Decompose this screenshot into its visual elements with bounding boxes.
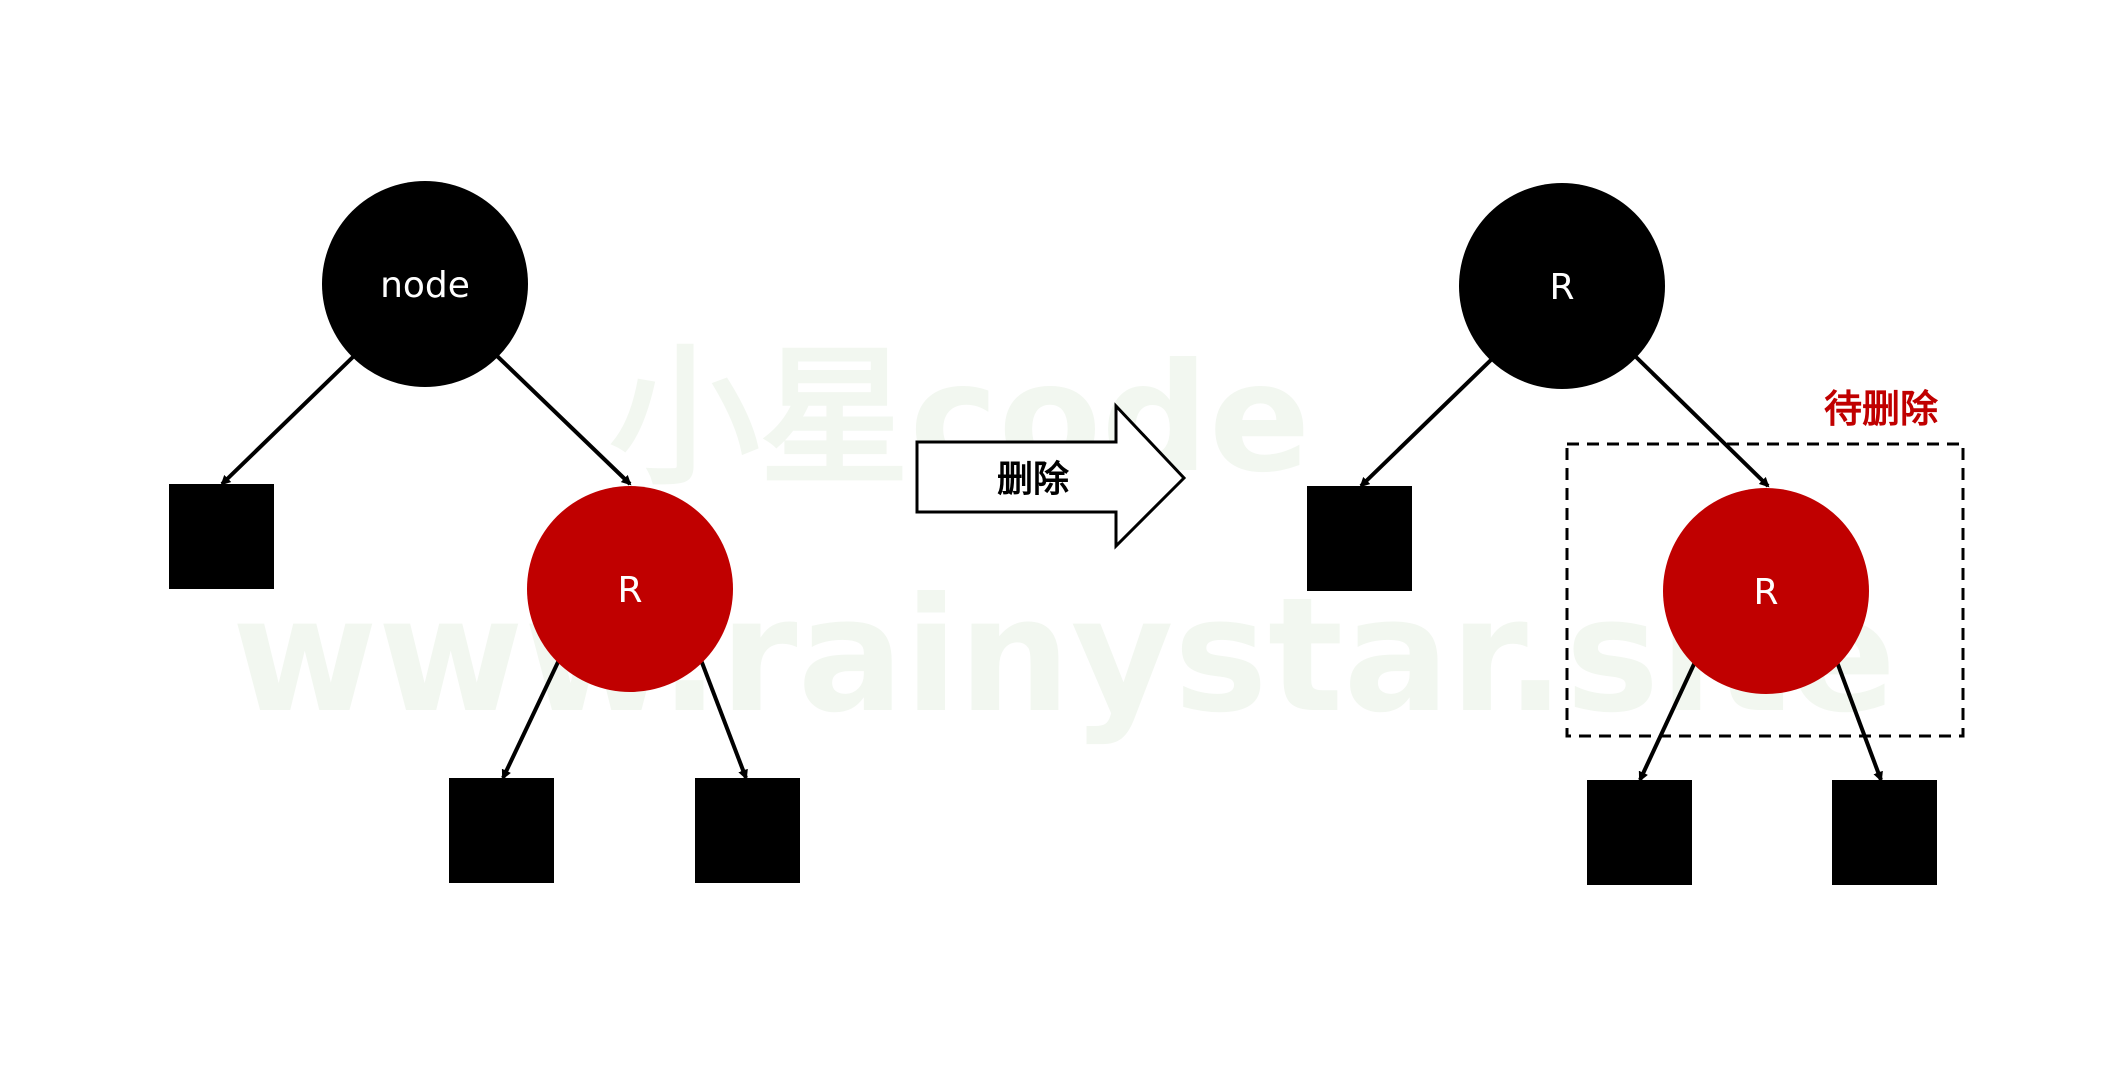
transition-arrow-shape — [915, 402, 1187, 550]
right-edge-red-to-left-leaf — [1638, 661, 1697, 782]
transition-arrow: 删除 — [915, 402, 1187, 550]
right-tree: R 待删除 R — [1307, 183, 1965, 885]
watermark: 小星code www.rainystar.site — [232, 332, 1896, 748]
left-edge-red-to-left-leaf — [501, 659, 561, 780]
left-red-label: R — [617, 570, 642, 611]
left-root-node: node — [322, 181, 528, 387]
left-nil-leaf-2 — [449, 778, 554, 883]
right-red-node: R — [1663, 488, 1869, 694]
left-edge-root-to-left-leaf — [220, 353, 357, 486]
pending-delete-label: 待删除 — [1824, 387, 1939, 431]
watermark-line2: www.rainystar.site — [232, 564, 1896, 748]
right-nil-leaf-3 — [1832, 780, 1937, 885]
left-root-label: node — [380, 265, 470, 306]
right-nil-leaf-2 — [1587, 780, 1692, 885]
right-edge-root-to-red-child — [1634, 355, 1770, 488]
left-nil-leaf-3 — [695, 778, 800, 883]
left-nil-leaf-1 — [169, 484, 274, 589]
left-edge-root-to-red-child — [494, 353, 632, 486]
left-edge-red-to-right-leaf — [699, 659, 748, 780]
transition-arrow-label: 删除 — [997, 459, 1070, 500]
pending-delete-box — [1565, 442, 1965, 738]
right-root-node: R — [1459, 183, 1665, 389]
right-root-label: R — [1549, 267, 1574, 308]
right-edge-root-to-left-leaf — [1359, 355, 1496, 488]
left-red-node: R — [527, 486, 733, 692]
right-edge-red-to-right-leaf — [1835, 661, 1883, 782]
right-red-label: R — [1753, 572, 1778, 613]
right-nil-leaf-1 — [1307, 486, 1412, 591]
left-tree: node R — [169, 181, 800, 883]
